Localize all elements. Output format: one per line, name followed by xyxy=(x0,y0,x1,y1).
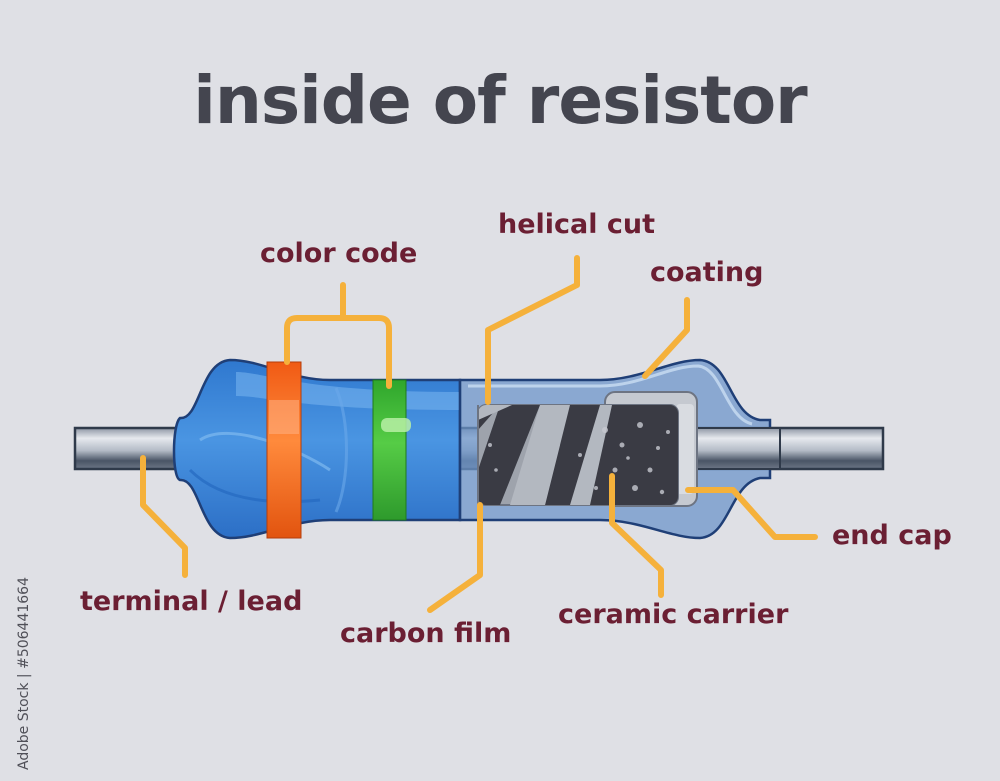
color-band-orange xyxy=(266,361,302,539)
leader-ceramic xyxy=(609,473,664,598)
label-terminal-lead: terminal / lead xyxy=(80,586,303,617)
leader-terminal xyxy=(140,455,188,578)
resistor-body xyxy=(172,358,462,540)
leader-end-cap xyxy=(685,487,818,540)
label-ceramic-carrier: ceramic carrier xyxy=(558,599,789,630)
page-title: inside of resistor xyxy=(193,62,807,139)
carbon-particles xyxy=(488,422,670,495)
label-coating: coating xyxy=(650,257,764,288)
leader-coating xyxy=(642,297,690,379)
label-end-cap: end cap xyxy=(832,520,952,551)
ceramic-carrier xyxy=(477,404,679,506)
leader-helical-cut xyxy=(485,255,580,405)
label-carbon-film: carbon film xyxy=(340,618,512,649)
leader-carbon-film xyxy=(427,502,483,613)
leader-lines xyxy=(140,255,818,613)
leader-color-code xyxy=(284,282,392,389)
stock-id: Adobe Stock | #506441664 xyxy=(16,577,32,770)
color-band-green xyxy=(372,379,411,521)
label-color-code: color code xyxy=(260,238,418,269)
label-helical-cut: helical cut xyxy=(498,209,656,240)
